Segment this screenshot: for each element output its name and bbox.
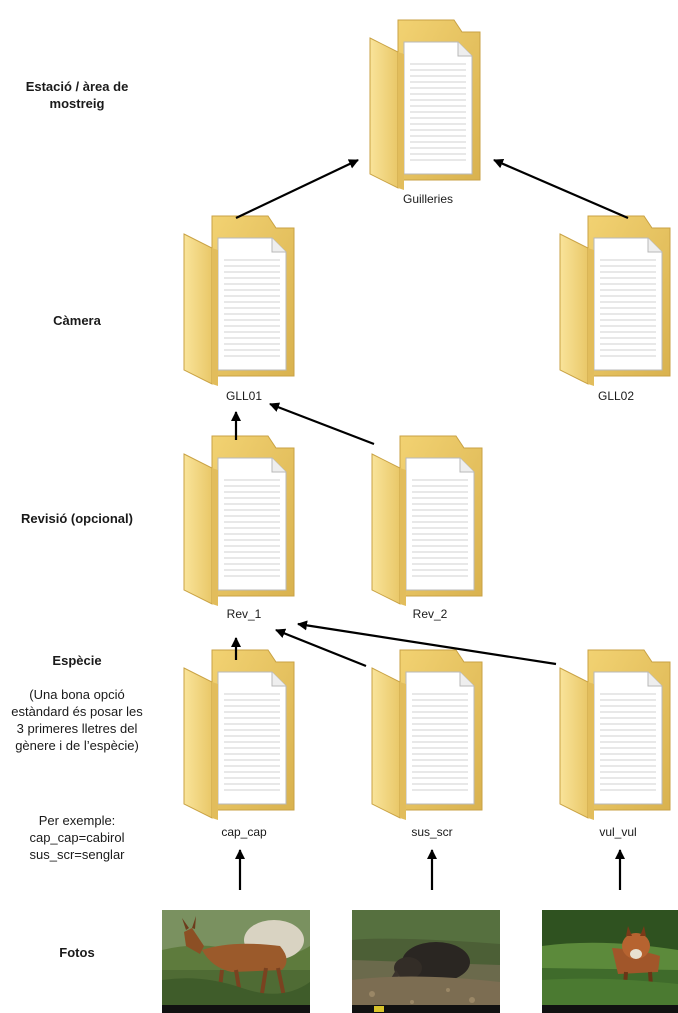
- folder-label-cap-cap: cap_cap: [221, 825, 267, 839]
- level-camera-label: Càmera: [53, 313, 101, 328]
- level-revision-label: Revisió (opcional): [21, 511, 133, 526]
- folder-label-gll02: GLL02: [597, 389, 635, 403]
- folder-label-rev2: Rev_2: [412, 607, 448, 621]
- level-photos-label: Fotos: [59, 945, 95, 960]
- photo-wild-boar[interactable]: [352, 910, 500, 1013]
- photo-red-fox[interactable]: [542, 910, 678, 1013]
- arrow-icon: [297, 620, 557, 666]
- species-naming-note: (Una bona opció estàndard és posar les 3…: [11, 687, 143, 753]
- folder-label-guilleries: Guilleries: [402, 192, 453, 206]
- arrow-icon: [235, 159, 359, 219]
- species-example-note: Per exemple: cap_cap=cabirol sus_scr=sen…: [29, 813, 125, 862]
- folder-label-rev1: Rev_1: [226, 607, 262, 621]
- folder-label-vul-vul: vul_vul: [599, 825, 637, 839]
- arrow-icon: [269, 402, 375, 446]
- arrow-icon: [275, 628, 367, 668]
- folder-label-sus-scr: sus_scr: [411, 825, 453, 839]
- folder-label-gll01: GLL01: [225, 389, 263, 403]
- level-station-label: Estació / àrea de mostreig: [25, 79, 129, 111]
- level-species-label: Espècie: [52, 653, 102, 668]
- photo-roe-deer[interactable]: [162, 910, 310, 1013]
- arrow-icon: [493, 158, 629, 220]
